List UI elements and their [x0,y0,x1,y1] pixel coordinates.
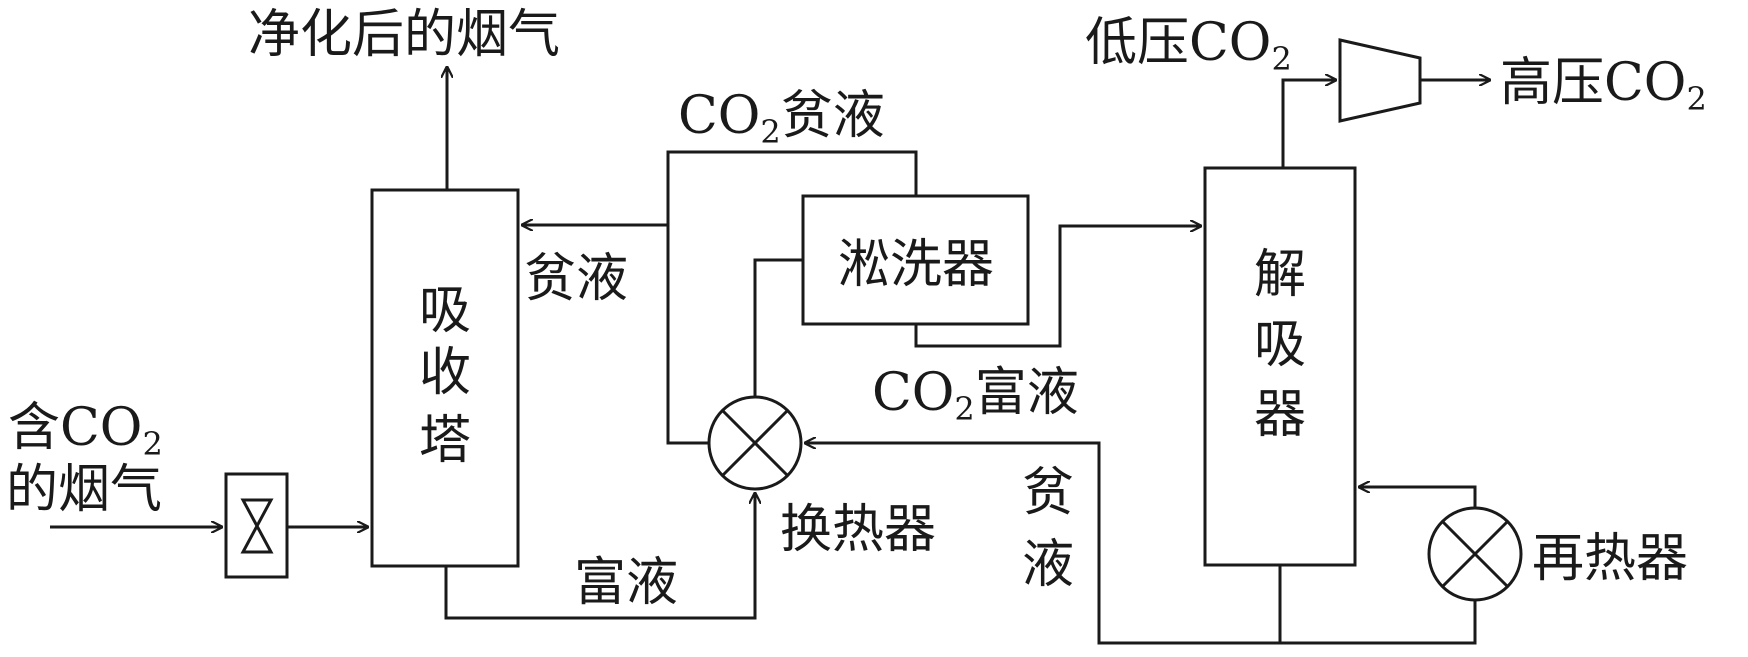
low-pressure-prefix: 低压 [1085,13,1189,73]
absorber-label-char-1: 吸 [419,281,471,341]
exchanger-to-scrubber-line [753,258,803,397]
scrubber-box [801,194,1030,326]
lean-liquid-label: 贫液 [524,249,628,309]
low-pressure-subscript: 2 [1271,40,1291,78]
desorber-label-char-1: 解 [1254,245,1306,305]
co2-rich-formula: CO [872,363,954,423]
desorber-column [1203,166,1357,567]
compressor-symbol [1338,38,1422,123]
clean-flue-gas-label: 净化后的烟气 [248,5,560,65]
high-pressure-co2-label: 高压CO2 [1500,53,1707,118]
co2-lean-subscript: 2 [760,113,780,151]
lean-liquid-loop-line [666,150,918,225]
lean-liquid-to-exchanger-line [666,225,709,445]
reheater-label: 再热器 [1532,529,1688,589]
desorber-to-reheater-line [1280,600,1477,645]
co2-lean-liquid-label: CO2贫液 [678,86,885,151]
flue-gas-in-subscript: 2 [142,425,162,463]
reheater-symbol [1427,506,1523,602]
high-pressure-prefix: 高压 [1500,53,1604,113]
flue-gas-in-prefix: 含 [8,398,60,458]
low-pressure-formula: CO [1189,13,1271,73]
heat-exchanger-symbol [707,395,803,491]
co2-lean-formula: CO [678,86,760,146]
co2-lean-suffix: 贫液 [781,86,885,146]
rich-liquid-label: 富液 [574,553,678,613]
high-pressure-formula: CO [1604,53,1686,113]
scrubber-label: 淞洗器 [838,235,994,295]
flue-gas-in-label-line1: 含CO2 [8,398,163,463]
lean-liquid-vertical-char-1: 贫 [1022,463,1074,523]
flue-gas-in-formula: CO [60,398,142,458]
absorber-label-char-3: 塔 [419,411,471,471]
low-pressure-co2-line [1281,80,1336,168]
co2-rich-subscript: 2 [954,390,974,428]
absorber-label-char-2: 收 [419,343,471,403]
absorber-column [370,188,520,568]
lean-liquid-return-line [805,443,1282,645]
heat-exchanger-label: 换热器 [780,500,936,560]
low-pressure-co2-label: 低压CO2 [1085,13,1292,78]
flue-gas-in-label-line2: 的烟气 [6,460,162,520]
co2-rich-suffix: 富液 [975,363,1079,423]
rich-liquid-to-desorber-line [914,226,1201,348]
co2-rich-liquid-label: CO2富液 [872,363,1079,428]
inlet-valve-symbol [224,472,289,579]
rich-liquid-to-exchanger-line [444,493,755,620]
desorber-label-char-3: 器 [1254,385,1306,445]
reheater-to-desorber-line [1359,487,1477,508]
desorber-label-char-2: 吸 [1254,315,1306,375]
high-pressure-subscript: 2 [1686,80,1706,118]
lean-liquid-vertical-char-2: 液 [1022,535,1074,595]
